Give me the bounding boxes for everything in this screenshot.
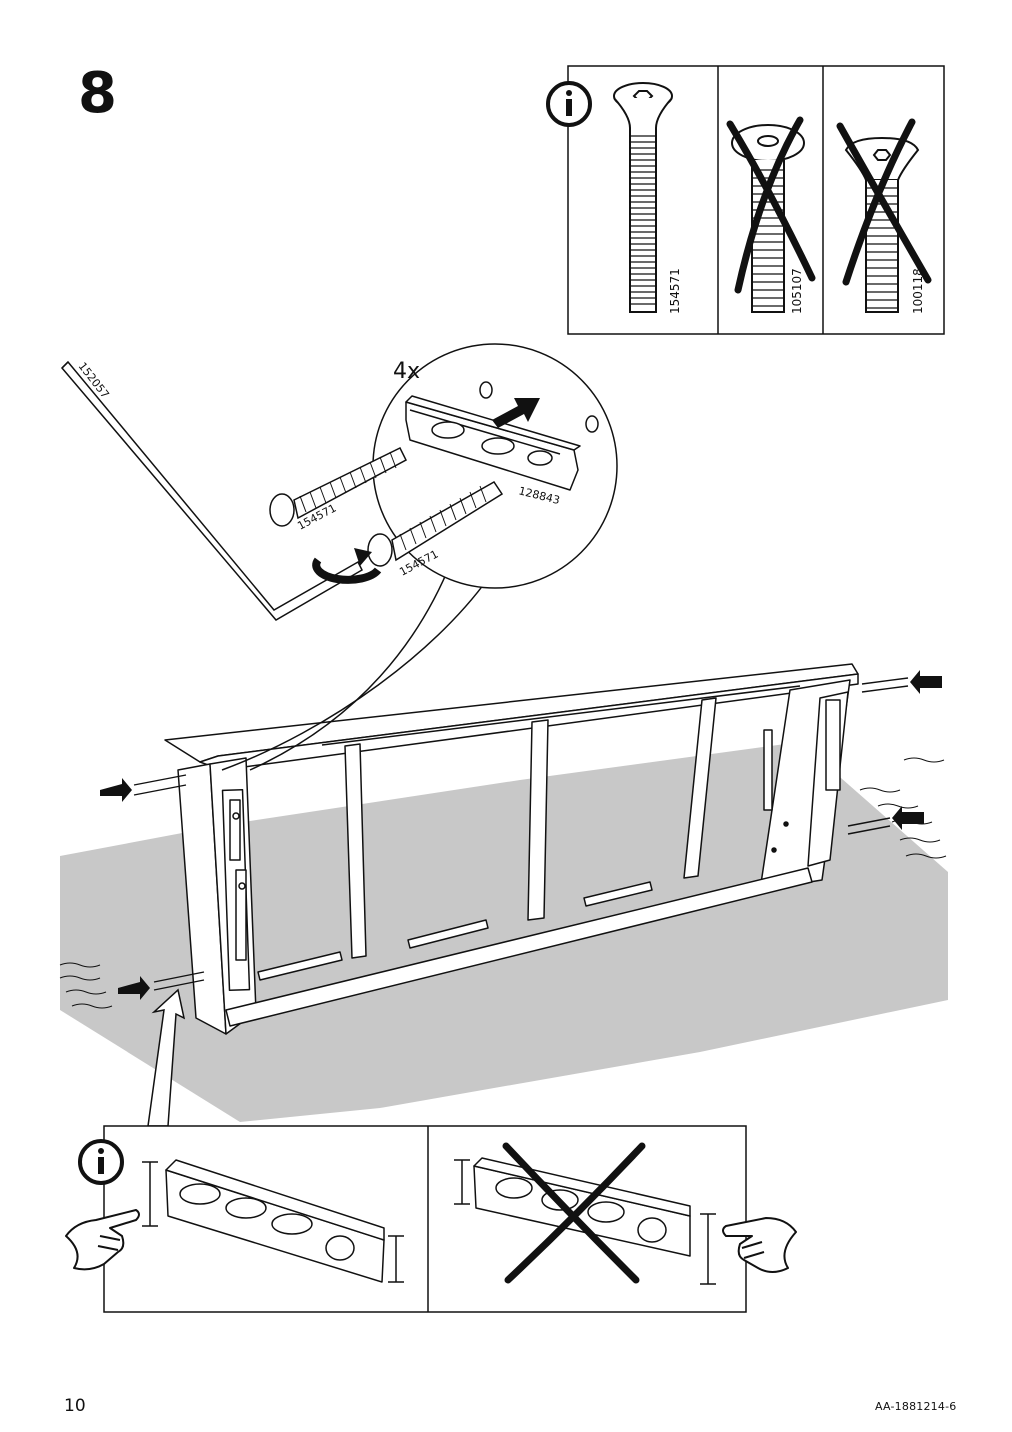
bolt-icon-2 [367,481,504,567]
rotate-arrow-icon [312,548,382,584]
page-number: 10 [64,1396,86,1416]
info-icon-bottom [78,1139,124,1185]
bolt-insert-arrows [100,670,942,1000]
allen-key-icon [60,360,363,621]
part-code-2: 105107 [790,268,804,314]
part-code-3: 100118 [911,268,925,314]
connector-rail-icon [405,381,599,491]
floor-area [59,742,948,1122]
part-code-1: 154571 [668,268,682,314]
screw-info-panel: 154571 105107 [546,65,945,335]
hand-pointing-icon [65,1209,140,1271]
screw-wrong-icon-2 [836,118,932,313]
screw-wrong-icon-1 [726,116,816,313]
quantity-label: 4x [393,359,420,384]
screw-correct-icon [613,82,673,313]
info-icon [546,81,592,127]
orientation-panel [65,1125,797,1313]
hand-pointing-left-icon [722,1217,797,1273]
pointer-arrow [147,988,186,1127]
arrow-push-icon [492,398,540,428]
bed-frame [164,663,859,1035]
document-id: AA-1881214-6 [875,1400,957,1413]
rail-correct-icon [142,1159,404,1283]
step-number: 8 [78,61,117,126]
bolt-icon-1 [269,446,407,527]
rail-incorrect-icon [454,1142,716,1285]
